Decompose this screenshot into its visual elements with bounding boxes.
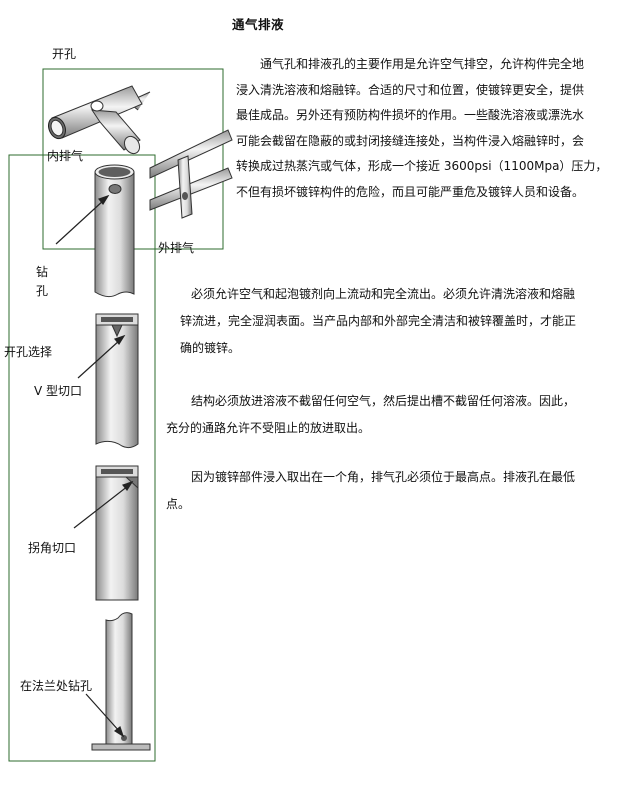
document-title: 通气排液 [232, 17, 285, 32]
paragraph-1-line: 最佳成品。另外还有预防构件损坏的作用。一些酸洗溶液或漂洗水 [236, 108, 585, 122]
paragraph-1-line: 通气孔和排液孔的主要作用是允许空气排空，允许构件完全地 [260, 57, 585, 71]
t-joint-pipe-drawing [48, 85, 151, 155]
paragraph-1-line: 可能会截留在隐蔽的或封闭接缝连接处，当构件浸入熔融锌时，会 [236, 133, 585, 148]
v-cut-pipe-drawing [95, 313, 139, 449]
label-inner-vent: 内排气 [47, 149, 84, 163]
label-corner-cut: 拐角切口 [28, 541, 77, 555]
label-open-hole: 开孔 [52, 47, 77, 61]
paragraph-1: 通气孔和排液孔的主要作用是允许空气排空，允许构件完全地 浸入清洗溶液和熔融锌。合… [236, 52, 607, 205]
paragraph-1-line: 不但有损坏镀锌构件的危险，而且可能严重危及镀锌人员和设备。 [236, 184, 585, 199]
paragraph-3: 结构必须放进溶液不截留任何空气，然后提出槽不截留任何溶液。因此， 充分的通路允许… [166, 388, 575, 442]
paragraph-2-line: 必须允许空气和起泡镀剂向上流动和完全流出。必须允许清洗溶液和熔融 [191, 287, 576, 301]
paragraph-3-line: 结构必须放进溶液不截留任何空气，然后提出槽不截留任何溶液。因此， [191, 394, 576, 408]
paragraph-2-line: 锌流进，完全湿润表面。当产品内部和外部完全清洁和被锌覆盖时，才能正 [180, 313, 577, 328]
paragraph-1-line: 浸入清洗溶液和熔融锌。合适的尺寸和位置，使镀锌更安全，提供 [236, 82, 585, 97]
label-flange-drill: 在法兰处钻孔 [20, 679, 93, 693]
corner-cut-pipe-drawing [95, 465, 139, 601]
drilled-pipe-drawing [94, 164, 135, 298]
paragraph-3-line: 充分的通路允许不受阻止的放进取出。 [166, 421, 371, 435]
paragraph-4-line: 因为镀锌部件浸入取出在一个角，排气孔必须位于最高点。排液孔在最低 [191, 470, 576, 484]
paragraph-4-line: 点。 [166, 497, 191, 511]
frame-left [8, 154, 156, 762]
label-v-cut: V 型切口 [34, 384, 83, 398]
paragraph-1-line: 转换成过热蒸汽或气体，形成一个接近 3600psi（1100Mpa）压力， [236, 159, 608, 173]
label-drill-1: 钻 [36, 265, 49, 279]
arrow-v-cut [77, 334, 126, 379]
label-drill-2: 孔 [36, 284, 49, 298]
label-outer-vent: 外排气 [158, 241, 195, 255]
arrow-flange [85, 693, 125, 738]
label-hole-select: 开孔选择 [4, 345, 53, 359]
paragraph-4: 因为镀锌部件浸入取出在一个角，排气孔必须位于最高点。排液孔在最低 点。 [166, 464, 575, 518]
arrow-corner-cut [73, 480, 134, 529]
paragraph-2: 必须允许空气和起泡镀剂向上流动和完全流出。必须允许清洗溶液和熔融 锌流进，完全湿… [166, 282, 576, 362]
paragraph-2-line: 确的镀锌。 [180, 340, 241, 355]
flange-pipe-drawing [91, 612, 151, 751]
arrow-drill [55, 194, 110, 245]
railing-pipes-drawing [149, 129, 233, 219]
